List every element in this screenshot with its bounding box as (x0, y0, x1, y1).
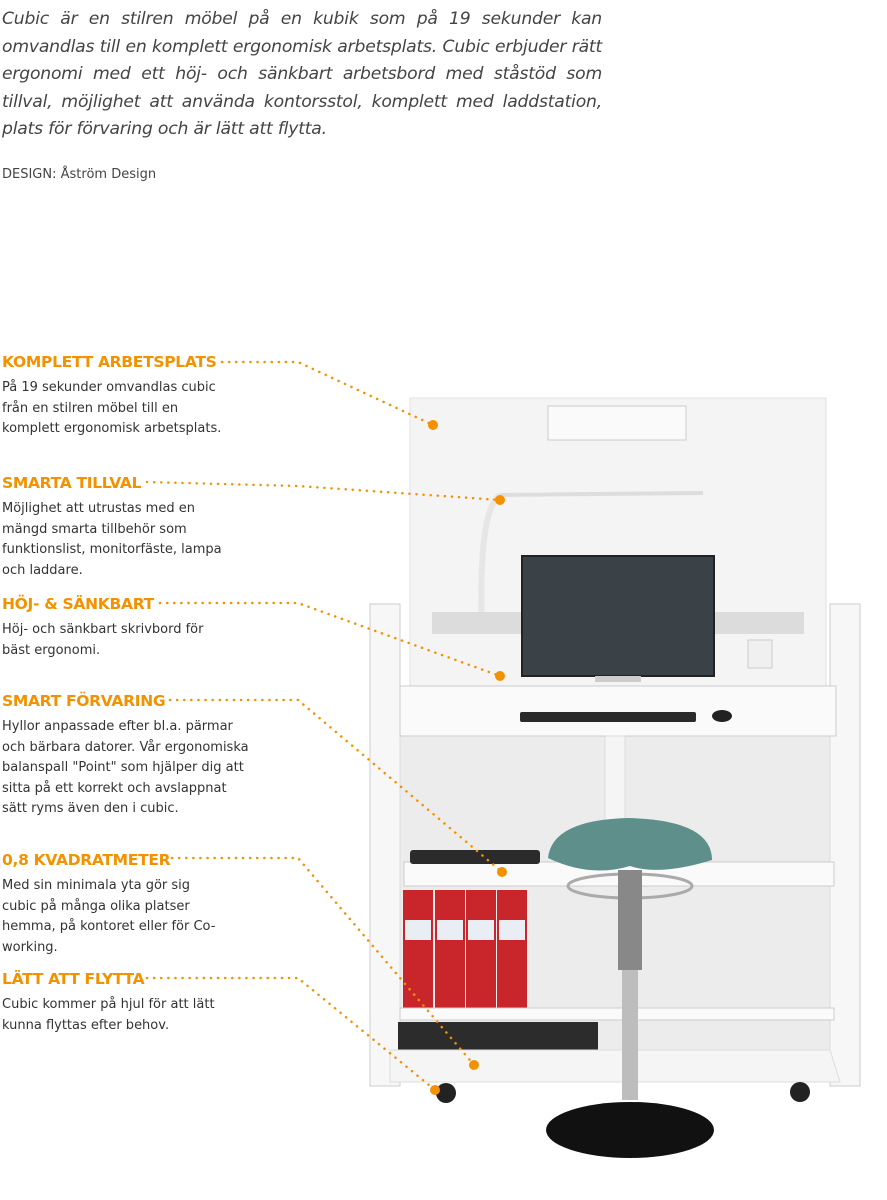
feature-kvadratmeter: 0,8 KVADRATMETER Med sin minimala yta gö… (2, 850, 302, 958)
feature-smarta-tillval: SMARTA TILLVAL Möjlighet att utrustas me… (2, 473, 302, 581)
binders (403, 890, 527, 1008)
lamp-arm (499, 491, 704, 497)
wheel-icon (436, 1083, 456, 1103)
design-credit: DESIGN: Åström Design (2, 167, 157, 182)
stool-column (618, 870, 642, 970)
feature-text: Höj- och sänkbart skrivbord för bäst erg… (2, 622, 204, 658)
callout-dots (428, 420, 507, 1095)
base (389, 1049, 841, 1083)
feature-title: 0,8 KVADRATMETER (2, 851, 171, 869)
left-door (369, 603, 401, 1087)
feature-title: SMART FÖRVARING (2, 692, 166, 710)
desk-surface (399, 685, 837, 737)
feature-title: KOMPLETT ARBETSPLATS (2, 353, 217, 371)
feature-title: SMARTA TILLVAL (2, 474, 142, 492)
charging-box (547, 405, 687, 441)
keyboard-icon (520, 712, 696, 722)
feature-hoj-sankbart: HÖJ- & SÄNKBART Höj- och sänkbart skrivb… (2, 594, 302, 661)
feature-latt-att-flytta: LÄTT ATT FLYTTA Cubic kommer på hjul för… (2, 969, 302, 1036)
feature-text: På 19 sekunder omvandlas cubic från en s… (2, 380, 222, 436)
mouse-icon (712, 710, 732, 722)
stool-seat (548, 818, 712, 871)
stool-base (546, 1102, 714, 1158)
laptop-icon (410, 850, 540, 864)
monitor-icon (521, 555, 715, 677)
feature-text: Cubic kommer på hjul för att lätt kunna … (2, 997, 215, 1033)
feature-title: LÄTT ATT FLYTTA (2, 970, 145, 988)
pen-holder (747, 639, 773, 669)
feature-komplett-arbetsplats: KOMPLETT ARBETSPLATS På 19 sekunder omva… (2, 352, 302, 440)
feature-smart-forvaring: SMART FÖRVARING Hyllor anpassade efter b… (2, 691, 302, 820)
feature-text: Möjlighet att utrustas med en mängd smar… (2, 501, 222, 578)
feature-text: Med sin minimala yta gör sig cubic på må… (2, 878, 216, 955)
lower-shelf (399, 1007, 835, 1021)
wheel-icon (790, 1082, 810, 1102)
intro-paragraph: Cubic är en stilren möbel på en kubik so… (2, 9, 602, 139)
leader-lines (145, 360, 504, 1092)
feature-title: HÖJ- & SÄNKBART (2, 595, 154, 613)
feature-text: Hyllor anpassade efter bl.a. pärmar och … (2, 719, 249, 816)
